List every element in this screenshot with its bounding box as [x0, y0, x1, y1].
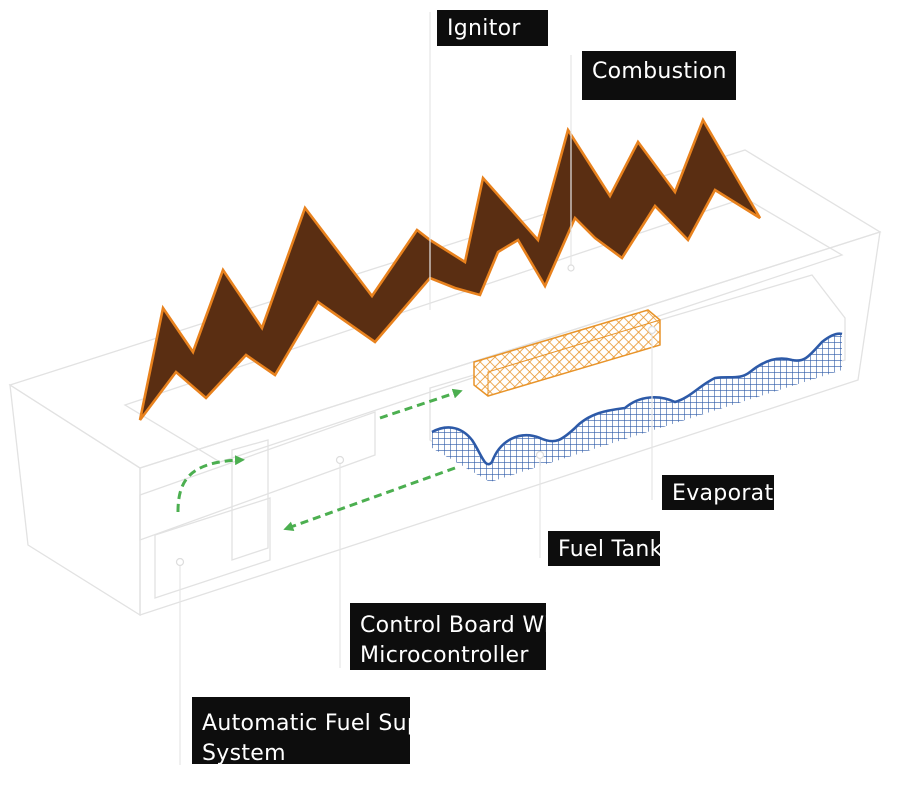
housing-front-face [139, 231, 881, 616]
evaporator-edge [487, 319, 661, 396]
label-fuel-tank-text: Fuel Tank [558, 537, 660, 562]
fuel-surface-wave [431, 332, 843, 466]
dot-combustion [567, 264, 575, 272]
housing-inner-cavity [429, 274, 846, 471]
flow-arrow-from-tank [283, 466, 456, 532]
control-box-right [231, 439, 269, 561]
dot-fuel-tank [535, 450, 545, 460]
label-combustion: Combustion [582, 51, 736, 100]
label-combustion-text: Combustion [592, 59, 727, 84]
label-fuel-supply: Automatic Fuel Supply System [192, 697, 410, 764]
label-fuel-supply-line2: System [202, 741, 286, 764]
label-fuel-supply-line1: Automatic Fuel Supply [202, 711, 410, 736]
label-control-board: Control Board With Microcontroller [350, 603, 546, 670]
label-fuel-tank: Fuel Tank [548, 531, 660, 566]
evaporator-body [473, 309, 661, 397]
label-control-board-line1: Control Board With [360, 613, 546, 638]
label-evaporator: Evaporator [662, 475, 774, 510]
label-ignitor: Ignitor [437, 10, 548, 46]
flow-arrow-up-curve [176, 455, 245, 513]
dot-evaporator [647, 325, 657, 335]
fuel-supply-box [154, 497, 271, 599]
label-ignitor-text: Ignitor [447, 16, 521, 41]
control-box [139, 411, 376, 541]
flow-arrows [176, 388, 463, 532]
dot-control-board [335, 455, 345, 465]
label-control-board-line2: Microcontroller [360, 643, 529, 668]
flame-shape [138, 117, 762, 421]
leader-lines [179, 12, 653, 765]
label-evaporator-text: Evaporator [672, 481, 774, 506]
evaporator [473, 309, 661, 397]
flow-arrow-to-evaporator [379, 388, 463, 420]
fuel-tank-body [432, 333, 842, 482]
housing-left-face [9, 383, 141, 617]
connector-dots [175, 264, 657, 567]
dot-fuel-supply [175, 557, 185, 567]
